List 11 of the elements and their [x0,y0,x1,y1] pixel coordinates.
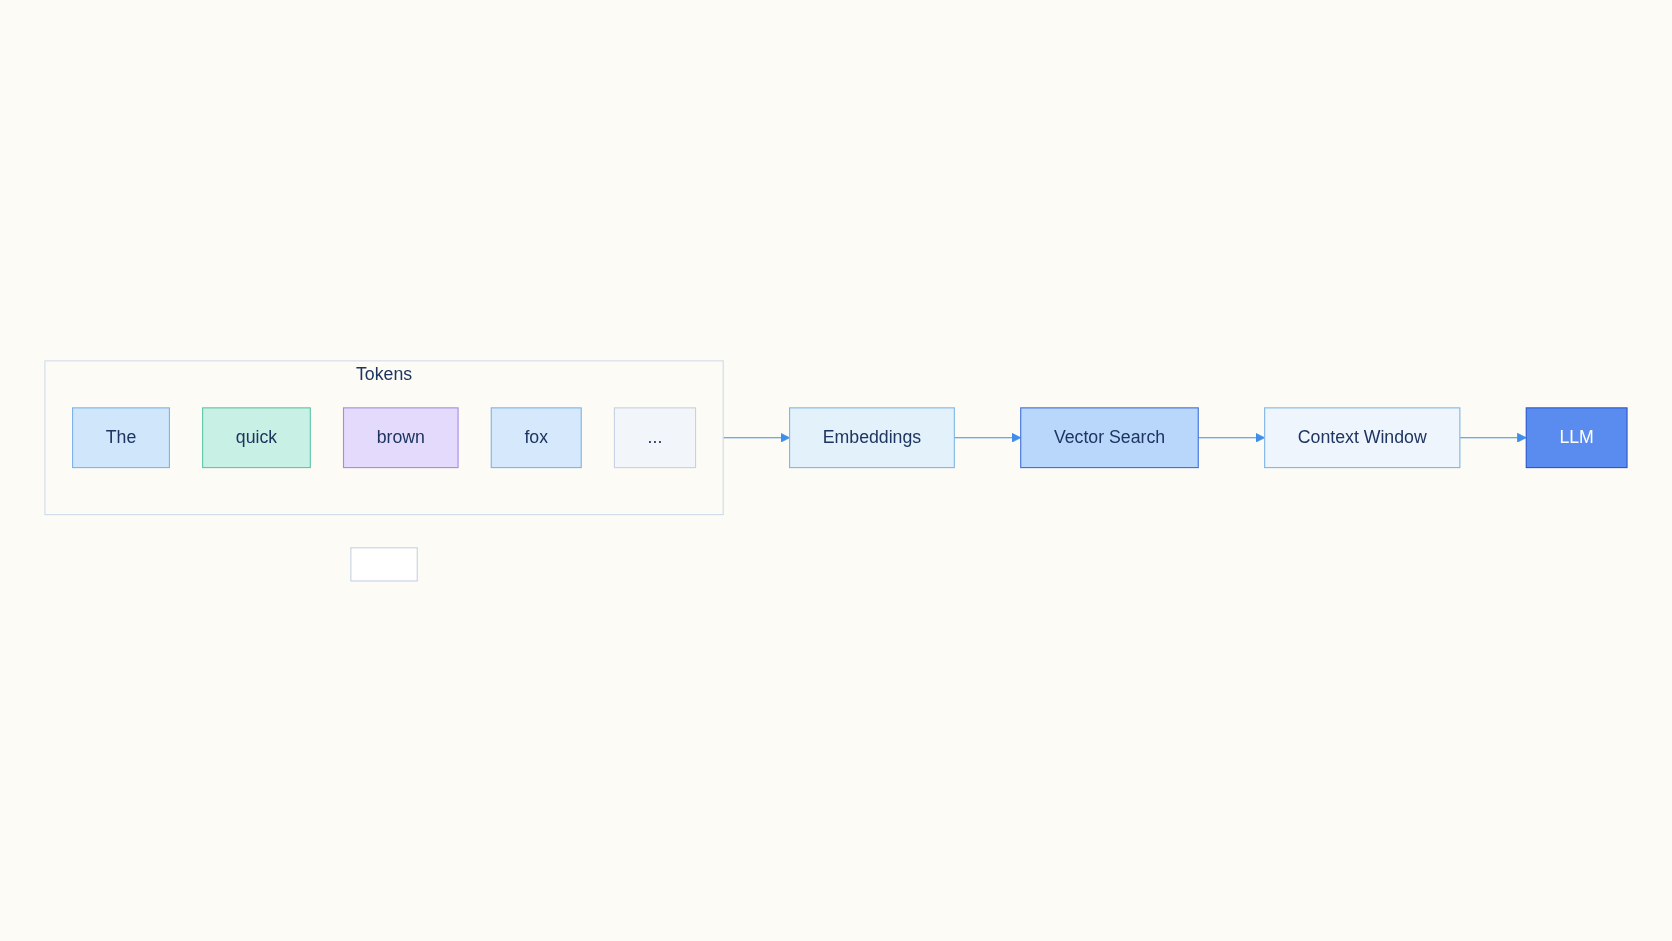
node-box: Context Window [1264,406,1461,468]
node-box: Embeddings [789,406,955,468]
arrow [1459,432,1527,443]
node-box: The [72,406,170,468]
node-box: LLM [1525,406,1628,468]
node-box: ... [613,406,697,468]
node-box: quick [202,406,311,468]
node-box: Vector Search [1020,406,1199,468]
node-box: brown [342,406,459,468]
node-box [350,546,418,582]
node-box: fox [490,406,582,468]
